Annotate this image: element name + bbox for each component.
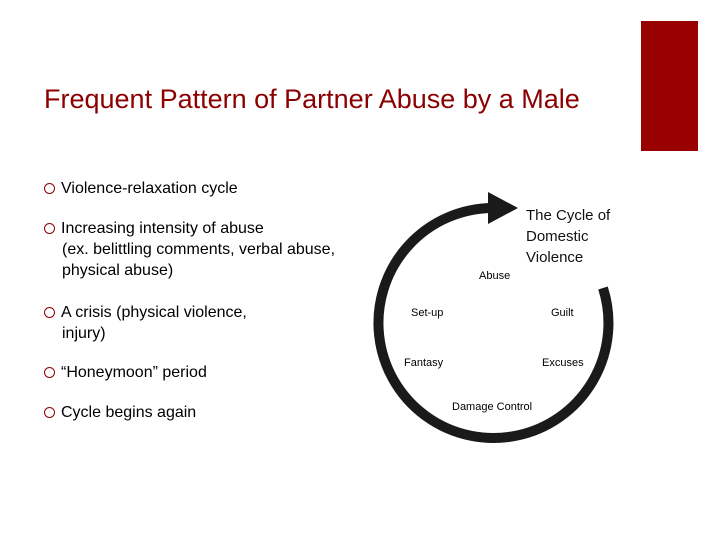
- bullet-text: Cycle begins again: [61, 404, 197, 421]
- bullet-item: Cycle begins again: [44, 402, 344, 423]
- bullet-item: A crisis (physical violence, injury): [44, 302, 344, 344]
- bullet-text: Increasing intensity of abuse: [61, 220, 264, 237]
- bullet-circle-icon: [44, 407, 55, 418]
- stage-label: Excuses: [542, 357, 584, 369]
- stage-label: Abuse: [479, 270, 510, 282]
- bullet-item: Violence-relaxation cycle: [44, 178, 344, 199]
- arrow-head-icon: [488, 192, 518, 224]
- bullet-text: “Honeymoon” period: [61, 364, 207, 381]
- bullet-circle-icon: [44, 307, 55, 318]
- cycle-diagram: The Cycle of Domestic Violence Abuse Gui…: [370, 188, 640, 448]
- stage-label: Set-up: [411, 307, 443, 319]
- bullet-text: A crisis (physical violence,: [61, 304, 247, 321]
- bullet-circle-icon: [44, 183, 55, 194]
- stage-label: Fantasy: [404, 357, 444, 369]
- diagram-title-line: Domestic: [526, 228, 589, 245]
- bullet-subtext: injury): [62, 325, 106, 342]
- cycle-arc: [373, 203, 614, 443]
- bullet-text: Violence-relaxation cycle: [61, 180, 238, 197]
- bullet-circle-icon: [44, 223, 55, 234]
- slide-title: Frequent Pattern of Partner Abuse by a M…: [44, 84, 580, 114]
- cycle-diagram-svg: The Cycle of Domestic Violence Abuse Gui…: [373, 192, 614, 443]
- bullet-circle-icon: [44, 367, 55, 378]
- bullet-subtext: (ex. belittling comments, verbal abuse, …: [62, 241, 336, 279]
- accent-bar: [641, 21, 698, 151]
- bullet-item: Increasing intensity of abuse (ex. belit…: [44, 218, 344, 281]
- diagram-title-line: The Cycle of: [526, 207, 611, 224]
- stage-label: Damage Control: [452, 401, 532, 413]
- diagram-title-line: Violence: [526, 249, 583, 266]
- bullet-item: “Honeymoon” period: [44, 362, 344, 383]
- stage-label: Guilt: [551, 307, 574, 319]
